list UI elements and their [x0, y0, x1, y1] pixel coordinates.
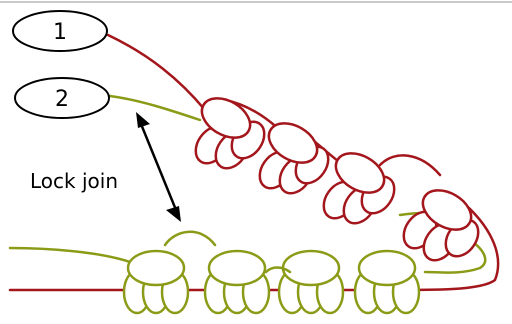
strand-2-number: 2 — [55, 87, 69, 112]
green-cluster-1 — [122, 249, 190, 315]
red-cluster-3 — [322, 152, 396, 225]
green-cluster-3 — [277, 249, 345, 315]
double-arrow-icon — [136, 112, 181, 222]
strand-1-label: 1 — [12, 10, 108, 52]
red-cluster-2 — [258, 122, 330, 195]
green-cluster-2 — [203, 249, 271, 315]
strand-2-label: 2 — [14, 77, 110, 119]
red-cluster-4 — [402, 189, 480, 262]
strand-2-left-tail — [8, 246, 132, 264]
red-cluster-1 — [194, 97, 266, 170]
strand-2-lead — [108, 94, 202, 122]
green-cluster-4 — [353, 249, 421, 315]
lock-join-label: Lock join — [30, 169, 118, 193]
strand-2-link-mid — [264, 266, 292, 274]
strand-1-lead — [106, 33, 207, 112]
strand-2-return — [423, 238, 487, 274]
strand-2-arch — [163, 230, 217, 247]
strand-1-number: 1 — [53, 20, 67, 45]
strand-1-link-c — [378, 154, 442, 177]
